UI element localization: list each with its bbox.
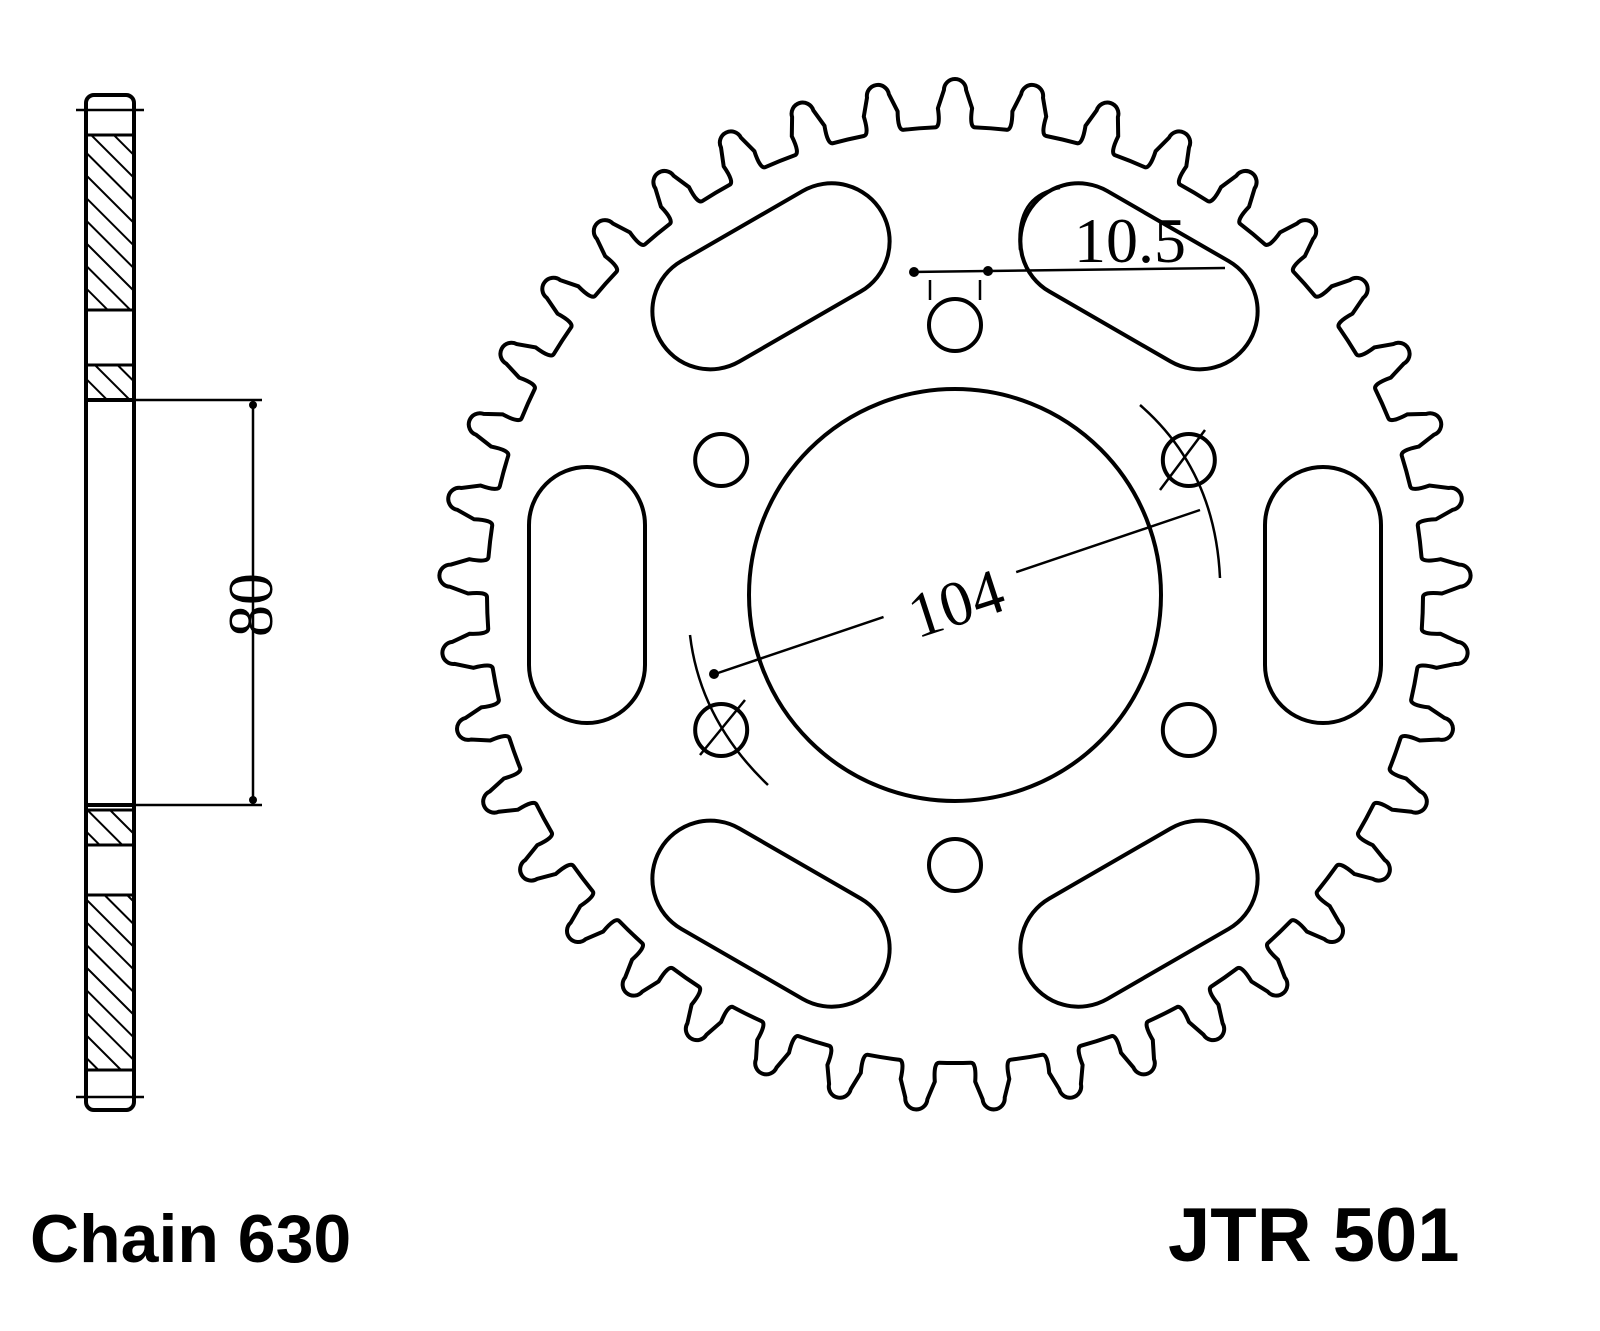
lightening-slot [650, 818, 892, 1009]
part-number: JTR 501 [1168, 1193, 1460, 1278]
hatched-section [84, 893, 136, 1072]
bolt-hole [927, 297, 983, 353]
lightening-slot [1018, 818, 1260, 1009]
bolt-hole [1160, 702, 1217, 758]
chain-label: Chain 630 [30, 1201, 352, 1277]
bolt-hole-dimension-label: 10.5 [1074, 205, 1186, 276]
lightening-slot [1263, 465, 1383, 725]
front-view: 104 10.5 [437, 77, 1473, 1112]
bolt-hole [693, 432, 750, 488]
lightening-slot [1018, 181, 1260, 372]
sprocket-teeth-outline [437, 77, 1473, 1112]
bolt-hole [927, 837, 983, 893]
bore-dimension-label: 80 [215, 573, 286, 637]
side-view: 80 [76, 93, 286, 1112]
hatched-section [84, 363, 136, 402]
center-bore [747, 387, 1163, 803]
hatched-section [84, 808, 136, 847]
bolt-hole [693, 702, 750, 758]
lightening-slot [650, 181, 892, 372]
lightening-slot [527, 465, 647, 725]
bolt-hole [1160, 432, 1217, 488]
hatched-section [84, 133, 136, 312]
